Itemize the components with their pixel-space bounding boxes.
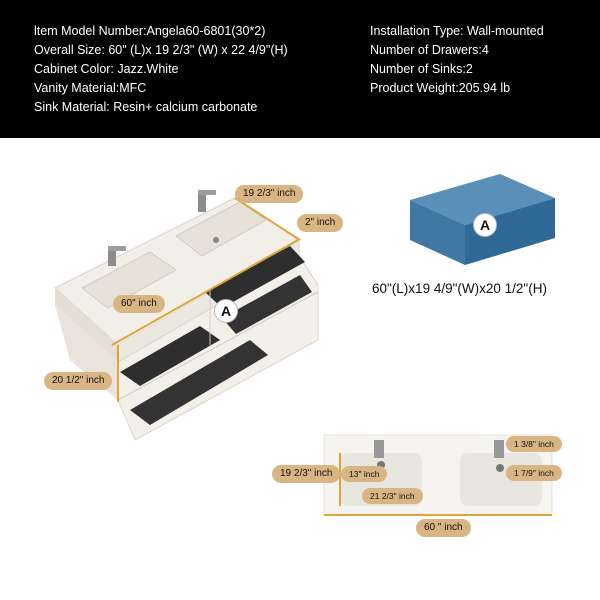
spec-model-number: ltem Model Number:Angela60-6801(30*2) bbox=[34, 24, 266, 38]
vanity-width-label: 60" inch bbox=[113, 295, 165, 313]
vanity-side-label: 2" inch bbox=[297, 214, 344, 232]
vanity-marker-a: A bbox=[214, 299, 238, 323]
spec-product-weight: Product Weight:205.94 lb bbox=[370, 81, 511, 95]
spec-installation-type: Installation Type: Wall-mounted bbox=[370, 24, 544, 38]
block-dimensions: 60"(L)x19 4/9"(W)x20 1/2"(H) bbox=[372, 281, 547, 296]
vanity-depth-label: 19 2/3" inch bbox=[235, 185, 304, 203]
spec-overall-size: Overall Size: 60" (L)x 19 2/3" (W) x 22 … bbox=[34, 43, 288, 57]
spec-vanity-material: Vanity Material:MFC bbox=[34, 81, 147, 95]
block-marker-a: A bbox=[473, 213, 497, 237]
right-side-label: 1 7/9" inch bbox=[506, 465, 562, 481]
spec-header: ltem Model Number:Angela60-6801(30*2) Ov… bbox=[0, 0, 600, 138]
spec-cabinet-color: Cabinet Color: Jazz.White bbox=[34, 62, 179, 76]
basin-length-label: 21 2/3" inch bbox=[362, 488, 423, 504]
vanity-height-label: 20 1/2" inch bbox=[44, 372, 113, 390]
spec-sink-material: Sink Material: Resin+ calcium carbonate bbox=[34, 100, 258, 114]
top-view-width-label: 60 " inch bbox=[416, 519, 471, 537]
right-top-label: 1 3/8" inch bbox=[506, 436, 562, 452]
spec-sink-count: Number of Sinks:2 bbox=[370, 62, 473, 76]
basin-width-label: 13" inch bbox=[341, 466, 388, 482]
top-view-depth-label: 19 2/3" inch bbox=[272, 465, 341, 483]
spec-drawer-count: Number of Drawers:4 bbox=[370, 43, 489, 57]
